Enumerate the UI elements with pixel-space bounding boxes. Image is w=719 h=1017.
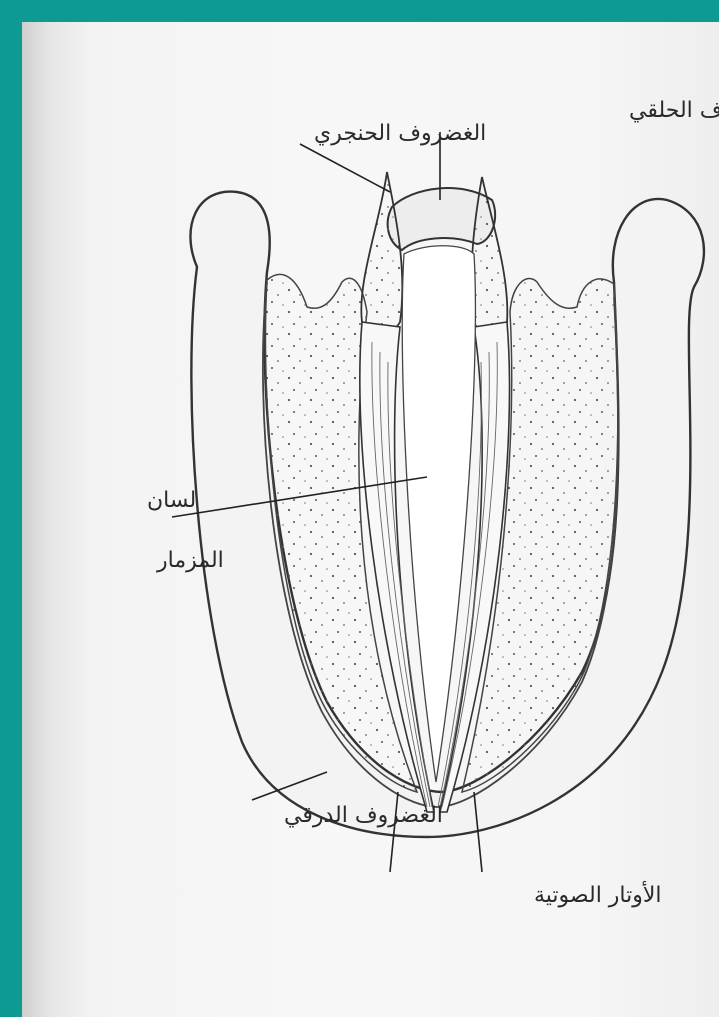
left-arytenoid-shape [361,172,402,334]
leader-arytenoid [300,144,390,192]
label-glottis-line1: لسان [147,488,196,513]
label-glottis-line2: المزمار [156,548,224,573]
diagram-paper: الغضروف الحلقي الغضروف الحنجري لسان المز… [22,22,719,1017]
label-cricoid-cartilage: الغضروف الحلقي [629,98,719,123]
larynx-diagram: الغضروف الحلقي الغضروف الحنجري لسان المز… [22,22,719,1017]
label-thyroid-cartilage: الغضروف الدرقي [284,803,443,828]
label-vocal-cords: الأوتار الصوتية [534,881,662,908]
label-arytenoid-cartilage: الغضروف الحنجري [314,121,486,146]
